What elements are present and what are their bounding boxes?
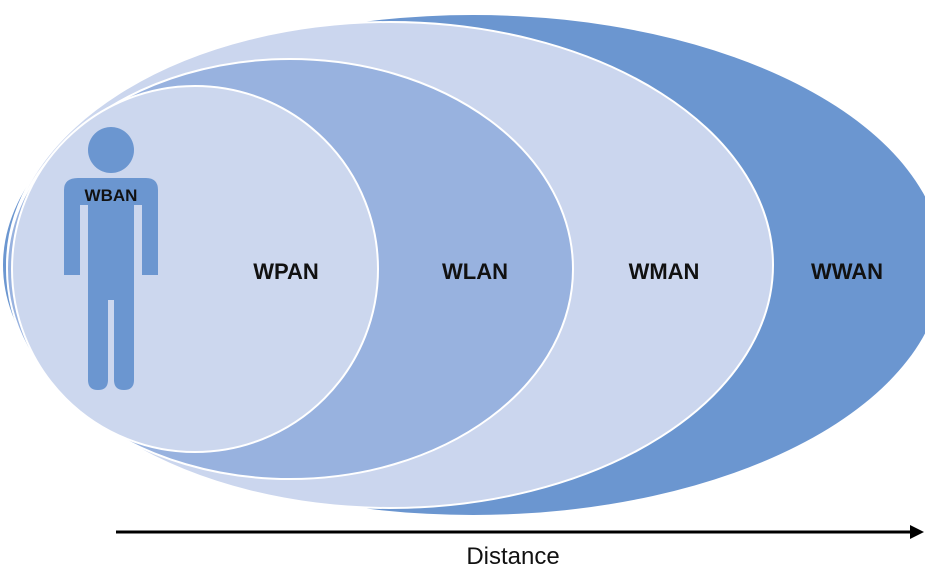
person-icon: [64, 127, 158, 390]
wwan-label: WWAN: [811, 259, 883, 284]
distance-arrow: [116, 525, 924, 539]
distance-label: Distance: [466, 543, 559, 570]
wlan-label: WLAN: [442, 259, 508, 284]
wman-label: WMAN: [629, 259, 700, 284]
person-head: [88, 127, 134, 173]
arrowhead-icon: [910, 525, 924, 539]
wban-label: WBAN: [85, 186, 138, 205]
person-torso: [64, 178, 158, 390]
wpan-label: WPAN: [253, 259, 319, 284]
